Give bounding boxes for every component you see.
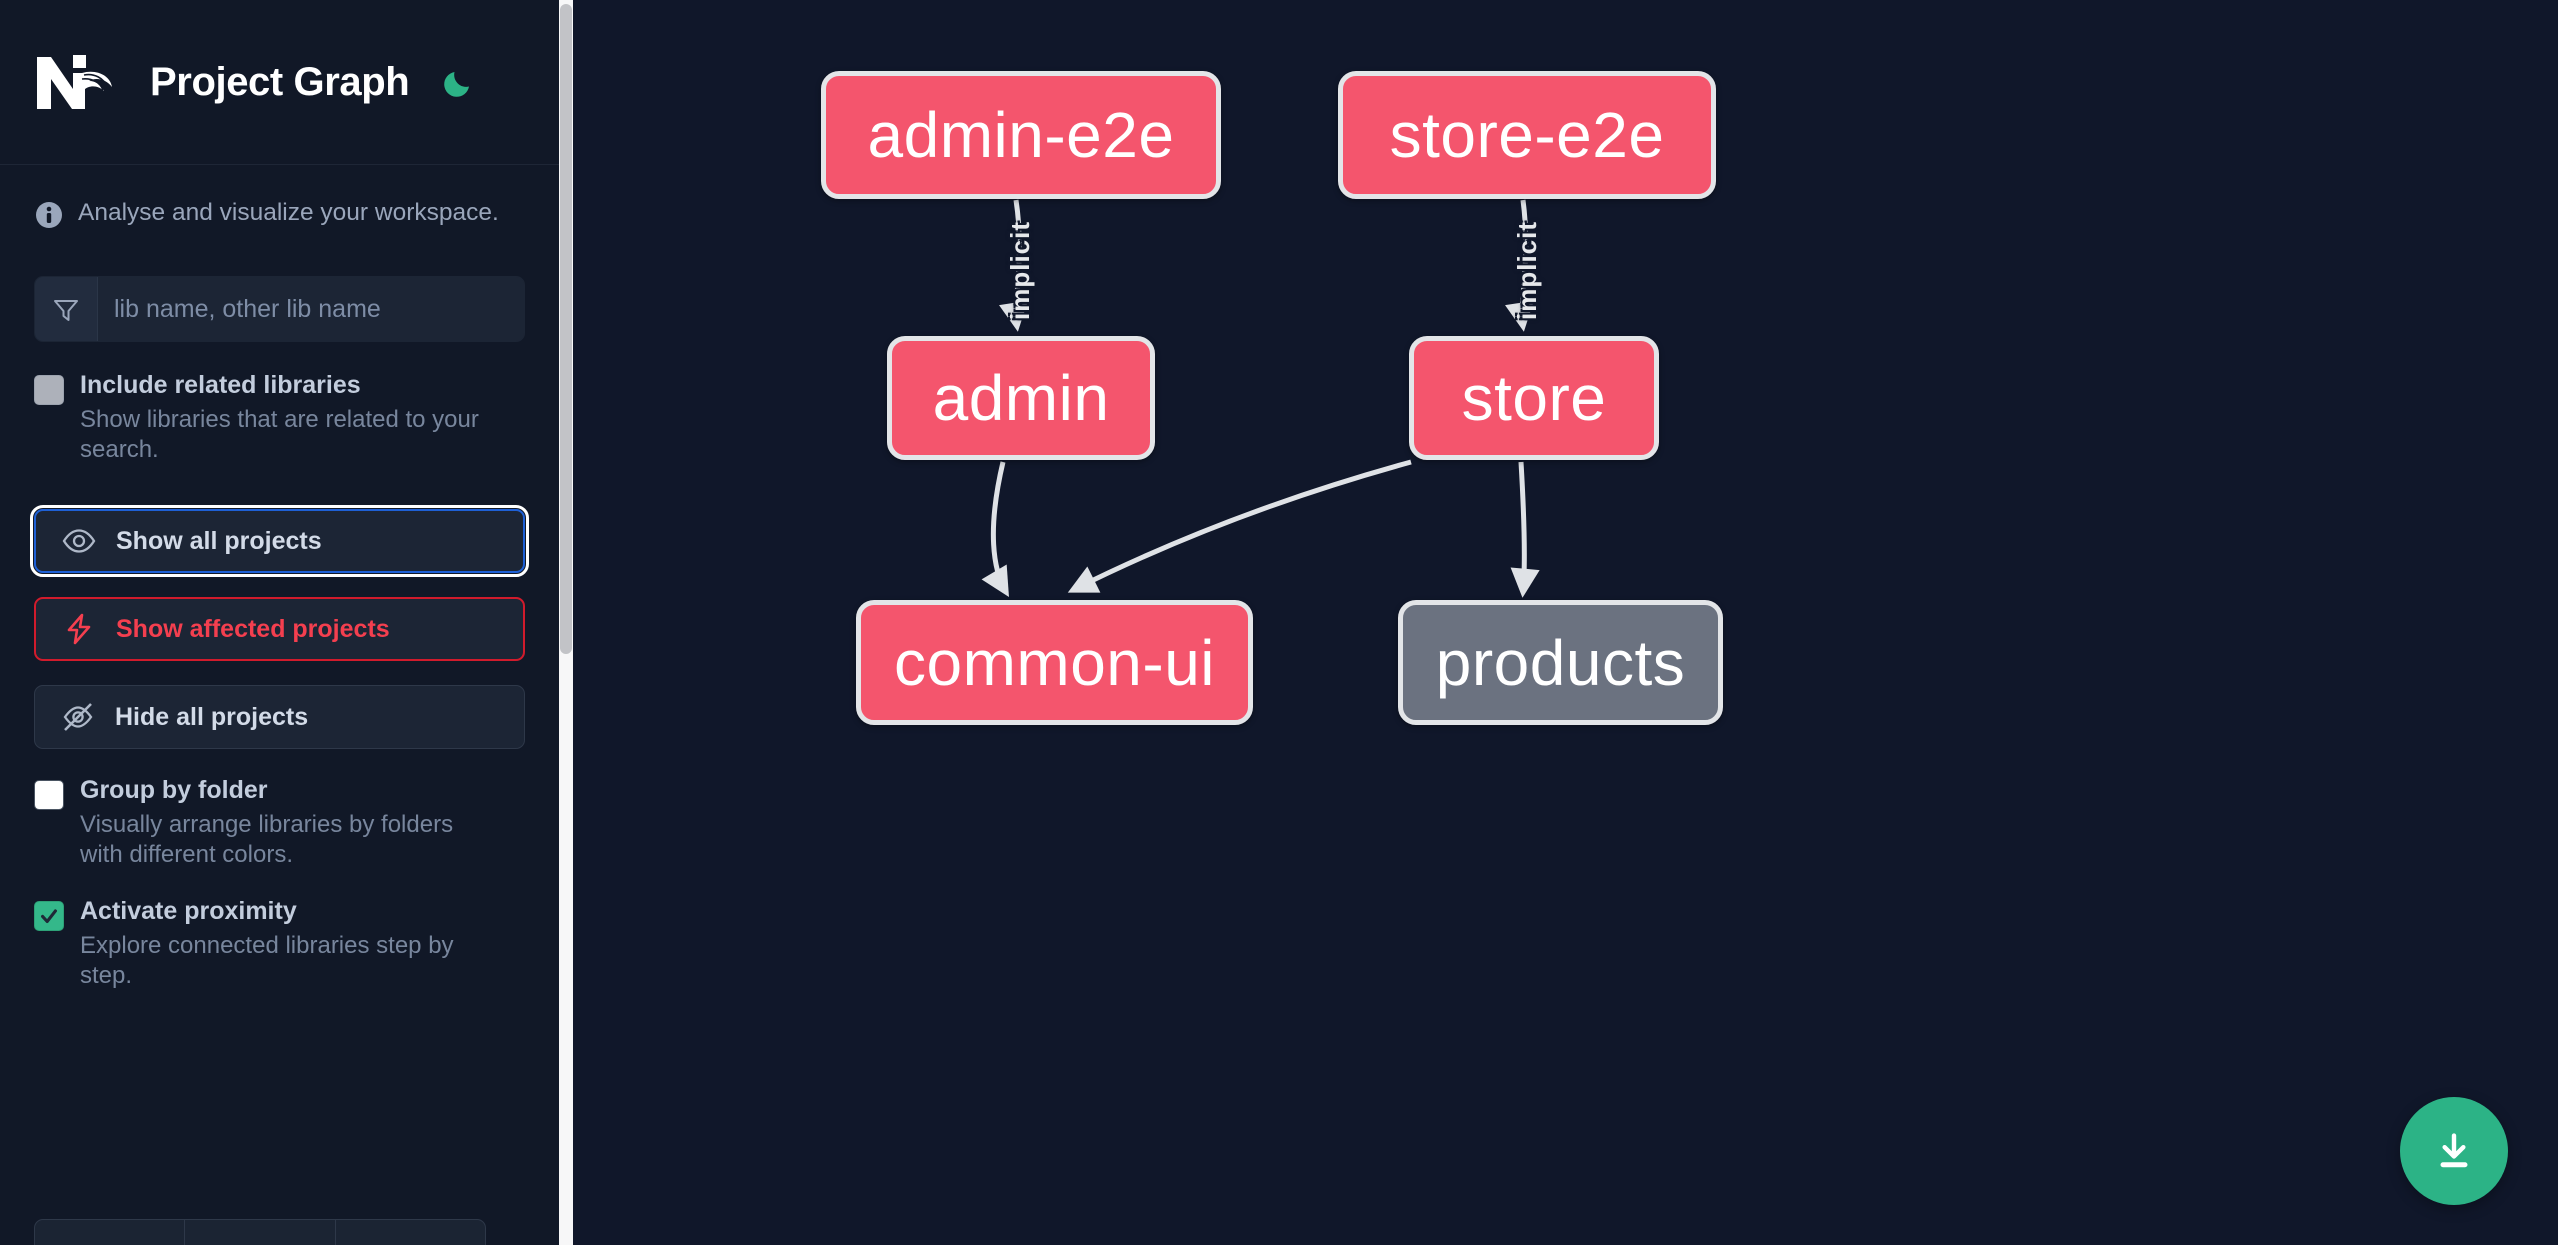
graph-node-label: products: [1435, 626, 1686, 699]
graph-canvas[interactable]: admin-e2e store-e2e admin store common-u…: [573, 0, 2558, 1245]
project-action-buttons: Show all projects Show affected projects: [30, 505, 529, 749]
checkbox-row-include-related-libraries[interactable]: Include related libraries Show libraries…: [0, 370, 559, 465]
graph-node-label: admin: [932, 362, 1110, 434]
download-icon: [2432, 1129, 2476, 1173]
checkbox-row-activate-proximity[interactable]: Activate proximity Explore connected lib…: [0, 896, 559, 991]
edge-store-to-common-ui: [1067, 459, 1412, 593]
activate-proximity-description: Explore connected libraries step by step…: [80, 932, 454, 989]
edge-store-e2e-to-store: [1505, 199, 1534, 332]
filter-icon[interactable]: [35, 277, 98, 341]
show-all-projects-label: Show all projects: [116, 526, 322, 555]
activate-proximity-label: Activate proximity: [80, 897, 297, 925]
segment-1[interactable]: [35, 1220, 186, 1245]
hide-all-projects-button[interactable]: Hide all projects: [34, 685, 525, 749]
search-input[interactable]: [98, 277, 524, 341]
checkbox-row-group-by-folder[interactable]: Group by folder Visually arrange librari…: [0, 775, 559, 870]
download-graph-button[interactable]: [2400, 1097, 2508, 1205]
graph-node-label: store-e2e: [1389, 99, 1665, 171]
graph-node-label: common-ui: [893, 626, 1216, 699]
group-by-folder-description: Visually arrange libraries by folders wi…: [80, 811, 454, 868]
moon-icon[interactable]: [437, 60, 481, 104]
search-bar[interactable]: [34, 276, 525, 342]
edge-store-to-products: [1510, 461, 1540, 598]
segmented-control-partial[interactable]: [34, 1219, 486, 1245]
group-by-folder-label: Group by folder: [80, 776, 268, 804]
sidebar-scrollbar-thumb[interactable]: [560, 4, 572, 654]
lightning-icon: [62, 612, 96, 646]
graph-node-store[interactable]: store: [1409, 336, 1659, 460]
graph-edges: [981, 199, 1540, 598]
include-related-libraries-label: Include related libraries: [80, 371, 361, 399]
activate-proximity-checkbox[interactable]: [34, 901, 64, 931]
include-related-libraries-description: Show libraries that are related to your …: [80, 406, 479, 463]
edge-admin-e2e-to-admin: [999, 199, 1028, 332]
segment-2[interactable]: [185, 1220, 336, 1245]
show-affected-projects-label: Show affected projects: [116, 614, 390, 643]
show-all-projects-button[interactable]: Show all projects: [30, 505, 529, 577]
page-title: Project Graph: [150, 59, 410, 104]
eye-icon: [62, 524, 96, 558]
nx-logo-icon: [34, 51, 120, 113]
tagline-text: Analyse and visualize your workspace.: [78, 199, 499, 226]
segment-3[interactable]: [336, 1220, 485, 1245]
sidebar: Project Graph Analyse and visualize your…: [0, 0, 559, 1245]
graph-node-common-ui[interactable]: common-ui: [856, 600, 1253, 725]
graph-node-admin[interactable]: admin: [887, 336, 1155, 460]
checkmark-icon: [41, 909, 57, 924]
edge-label-admin-e2e-admin: implicit: [1005, 220, 1036, 321]
hide-all-projects-label: Hide all projects: [115, 702, 309, 731]
edge-admin-to-common-ui: [981, 461, 1009, 598]
edge-label-store-e2e-store: implicit: [1512, 220, 1543, 321]
sidebar-header: Project Graph: [0, 0, 559, 165]
info-icon: [34, 200, 64, 230]
group-by-folder-checkbox[interactable]: [34, 780, 64, 810]
graph-node-products[interactable]: products: [1398, 600, 1723, 725]
eye-off-icon: [61, 700, 95, 734]
graph-node-admin-e2e[interactable]: admin-e2e: [821, 71, 1221, 199]
show-affected-projects-button[interactable]: Show affected projects: [34, 597, 525, 661]
graph-node-label: store: [1461, 362, 1607, 434]
graph-node-store-e2e[interactable]: store-e2e: [1338, 71, 1716, 199]
tagline-row: Analyse and visualize your workspace.: [0, 165, 559, 230]
graph-node-label: admin-e2e: [867, 99, 1175, 171]
include-related-libraries-checkbox[interactable]: [34, 375, 64, 405]
